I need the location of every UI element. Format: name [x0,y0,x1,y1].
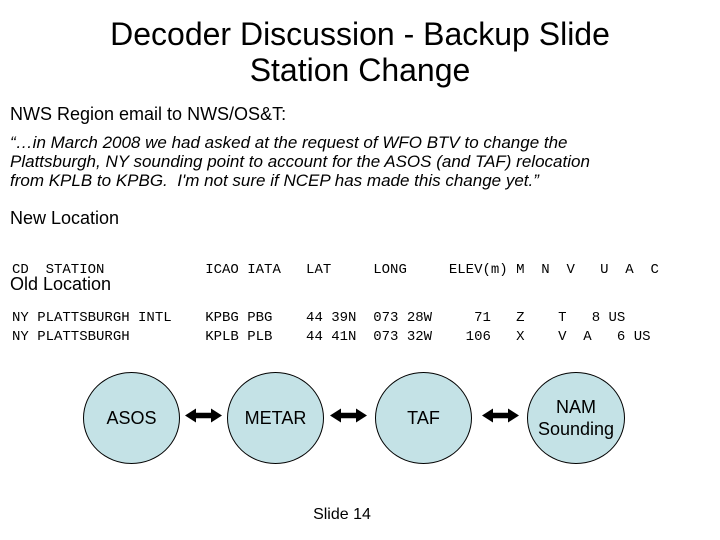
quote-line-2: Plattsburgh, NY sounding point to accoun… [10,152,590,171]
node-nam-sounding-label: NAM Sounding [537,397,615,439]
email-quote: “…in March 2008 we had asked at the requ… [10,133,590,190]
new-location-heading: New Location [10,208,120,228]
double-arrow-icon [185,408,222,423]
slide-title: Decoder Discussion - Backup Slide Statio… [0,16,720,88]
new-location-table: CD STATION ICAO IATA LAT LONG ELEV(m) M … [12,230,659,358]
double-arrow-icon [482,408,519,423]
node-asos: ASOS [83,372,180,464]
title-line-2: Station Change [249,52,471,88]
node-taf: TAF [375,372,472,464]
double-arrow-taf-nam [482,407,519,424]
new-location-table-row: NY PLATTSBURGH INTL KPBG PBG 44 39N 073 … [12,310,626,326]
node-metar: METAR [227,372,324,464]
quote-line-3: from KPLB to KPBG. I'm not sure if NCEP … [10,171,539,190]
old-location-table: NY PLATTSBURGH KPLB PLB 44 41N 073 32W 1… [12,297,651,377]
intro-text: NWS Region email to NWS/OS&T: [10,104,287,124]
double-arrow-asos-metar [185,407,222,424]
new-location-table-header: CD STATION ICAO IATA LAT LONG ELEV(m) M … [12,262,659,278]
node-metar-label: METAR [244,408,307,428]
title-line-1: Decoder Discussion - Backup Slide [110,16,610,52]
slide-number: Slide 14 [313,506,371,523]
node-taf-label: TAF [407,408,440,428]
old-location-heading: Old Location [10,274,112,294]
node-asos-label: ASOS [106,408,157,428]
node-nam-sounding: NAM Sounding [527,372,625,464]
old-location-table-row: NY PLATTSBURGH KPLB PLB 44 41N 073 32W 1… [12,329,651,345]
double-arrow-icon [330,408,367,423]
quote-line-1: “…in March 2008 we had asked at the requ… [10,133,568,152]
double-arrow-metar-taf [330,407,367,424]
